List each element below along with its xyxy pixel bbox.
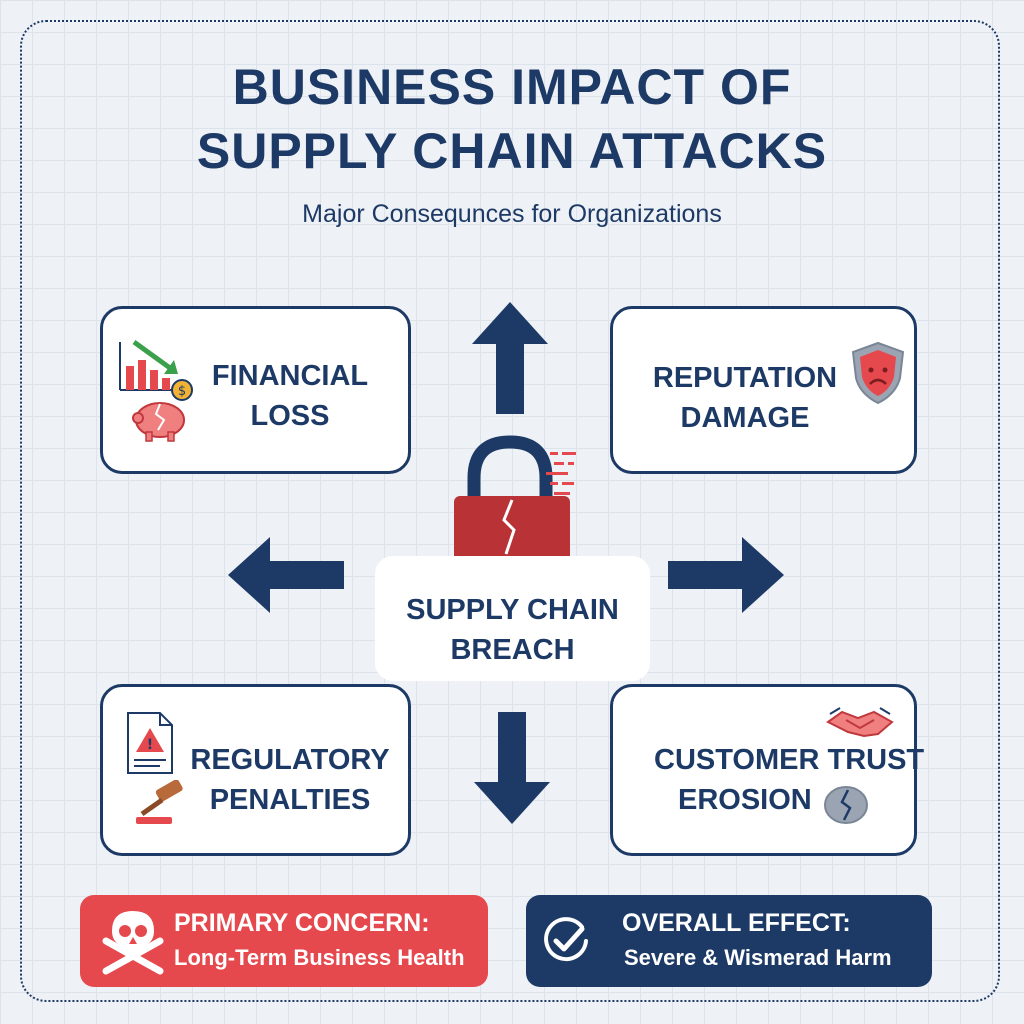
- center-breach-label: SUPPLY CHAIN BREACH: [375, 590, 650, 670]
- page-subtitle: Major Consequnces for Organizations: [302, 200, 722, 228]
- center-line-2: BREACH: [450, 634, 575, 666]
- broken-padlock-icon: [454, 435, 576, 572]
- sad-shield-icon: [851, 341, 905, 405]
- svg-text:!: !: [147, 737, 153, 753]
- card-customer-trust-erosion: [610, 684, 917, 856]
- customer-line-2: EROSION: [678, 784, 812, 816]
- arrow-left-icon: [228, 537, 344, 613]
- arrow-right-icon: [668, 537, 784, 613]
- card-reputation-label: REPUTATION DAMAGE: [640, 358, 850, 438]
- overall-effect-value: Severe & Wismerad Harm: [624, 945, 892, 970]
- check-circle-icon: [544, 917, 588, 962]
- title-line-2: SUPPLY CHAIN ATTACKS: [196, 123, 828, 179]
- primary-concern-value: Long-Term Business Health: [174, 945, 465, 970]
- customer-line-1: CUSTOMER TRUST: [654, 744, 925, 776]
- page-title: BUSINESS IMPACT OF SUPPLY CHAIN ATTACKS: [0, 55, 1024, 183]
- title-line-1: BUSINESS IMPACT OF: [232, 59, 792, 115]
- svg-text:$: $: [178, 384, 186, 399]
- primary-concern-banner: PRIMARY CONCERN: Long-Term Business Heal…: [80, 895, 488, 987]
- handshake-icon: [826, 707, 894, 738]
- card-financial-label: FINANCIAL LOSS: [200, 356, 380, 436]
- declining-chart-icon: [119, 339, 178, 391]
- primary-concern-label: PRIMARY CONCERN:: [174, 909, 430, 937]
- regulatory-line-1: REGULATORY: [190, 744, 390, 776]
- gavel-icon: [136, 780, 183, 824]
- regulatory-line-2: PENALTIES: [209, 784, 371, 816]
- financial-line-1: FINANCIAL: [211, 360, 369, 392]
- card-regulatory-label: REGULATORY PENALTIES: [185, 740, 395, 820]
- dotted-frame: [20, 20, 1000, 1002]
- warning-document-icon: !: [127, 712, 173, 774]
- arrow-down-icon: [474, 712, 550, 824]
- financial-line-2: LOSS: [250, 400, 330, 432]
- skull-crossbones-icon: [102, 911, 164, 975]
- center-breach-box: [375, 556, 650, 681]
- overall-effect-label: OVERALL EFFECT:: [622, 909, 851, 937]
- broken-piggy-bank-icon: $: [132, 379, 193, 442]
- broken-heart-icon: [824, 786, 868, 824]
- card-customer-label: CUSTOMER TRUST EROSION: [640, 740, 930, 820]
- reputation-line-2: DAMAGE: [680, 402, 810, 434]
- arrow-up-icon: [472, 302, 548, 414]
- reputation-line-1: REPUTATION: [652, 362, 838, 394]
- center-line-1: SUPPLY CHAIN: [406, 594, 619, 626]
- overall-effect-banner: OVERALL EFFECT: Severe & Wismerad Harm: [526, 895, 932, 987]
